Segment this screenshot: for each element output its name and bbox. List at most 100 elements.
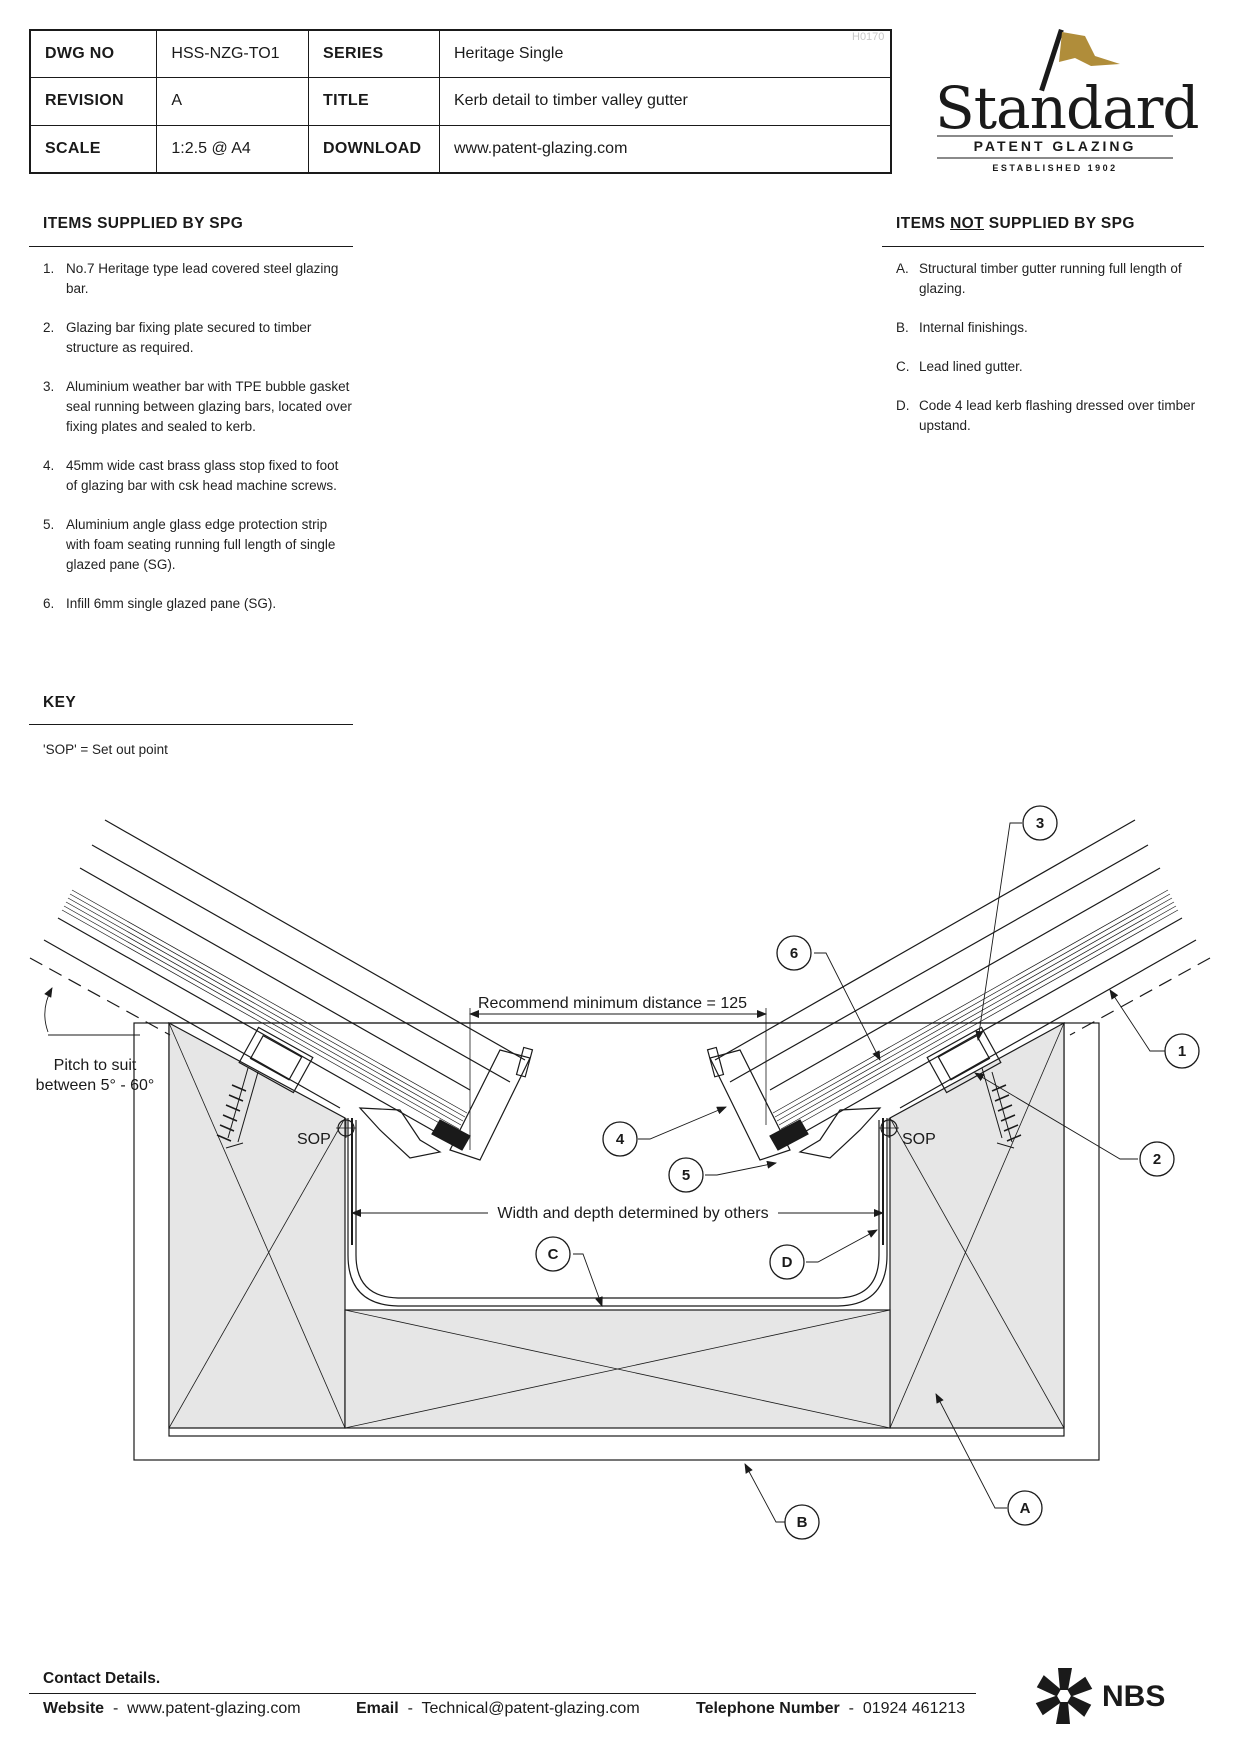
callout-2-label: 2 (1153, 1151, 1161, 1168)
nbs-petal (1058, 1668, 1072, 1690)
website-label: Website (43, 1700, 105, 1717)
logo-subtitle: PATENT GLAZING (973, 138, 1137, 154)
callout-3-label: 3 (1036, 815, 1044, 832)
download-link[interactable]: www.patent-glazing.com (438, 124, 892, 174)
item-number: 1. (43, 261, 55, 276)
nbs-petal (1036, 1675, 1061, 1697)
list-item: 2.Glazing bar fixing plate secured to ti… (43, 318, 353, 358)
callout-1 (1164, 1033, 1200, 1069)
contact-heading: Contact Details. (43, 1670, 161, 1687)
left-fixing-screw (225, 1067, 259, 1149)
left-bar-hatch (61, 909, 458, 1134)
leader-1 (1109, 989, 1165, 1052)
not-supplied-list: A.Structural timber gutter running full … (896, 259, 1196, 455)
sop-right-label: SOP (902, 1131, 936, 1148)
left-fixing-plate-inner (249, 1034, 303, 1081)
item-text: Aluminium angle glass edge protection st… (66, 517, 336, 572)
right-glass-stop (709, 1049, 791, 1161)
right-bar-hatch (778, 901, 1175, 1126)
left-bar-hatch (67, 897, 464, 1122)
right-glazing-line (714, 819, 1136, 1061)
nbs-logo: NBS (1035, 1668, 1165, 1724)
right-glazing-line (899, 939, 1197, 1109)
key-heading: KEY (43, 694, 77, 711)
right-weather-bar (798, 1107, 882, 1159)
pitch-arc (44, 987, 53, 1033)
flag-cloth (1059, 32, 1120, 66)
callout-5-label: 5 (682, 1167, 690, 1184)
email-separator: - (407, 1700, 413, 1717)
supplied-heading: ITEMS SUPPLIED BY SPG (43, 215, 244, 232)
right-fixing-plate (926, 1026, 1002, 1094)
item-number: 3. (43, 379, 55, 394)
item-number: A. (896, 261, 909, 276)
item-text: Lead lined gutter. (919, 359, 1023, 374)
leader-B (744, 1463, 788, 1523)
leader-A (935, 1393, 1007, 1509)
phone-label: Telephone Number (696, 1700, 840, 1717)
left-glazing-centreline (29, 957, 171, 1036)
item-number: 5. (43, 517, 55, 532)
callout-5 (668, 1157, 704, 1193)
callout-3 (1022, 805, 1058, 841)
item-number: 6. (43, 596, 55, 611)
not-supplied-heading-post: SUPPLIED BY SPG (984, 215, 1135, 232)
key-heading-rule (29, 724, 353, 725)
item-text: No.7 Heritage type lead covered steel gl… (66, 261, 339, 296)
leader-5 (705, 1160, 777, 1176)
email-link[interactable]: Technical@patent-glazing.com (421, 1700, 640, 1717)
list-item: B.Internal finishings. (896, 318, 1196, 338)
right-block-cross-1 (889, 1022, 1065, 1429)
leader-6 (814, 952, 881, 1061)
title-label: TITLE (308, 77, 440, 126)
leader-D (806, 1229, 878, 1263)
key-text: 'SOP' = Set out point (43, 742, 168, 757)
right-block-cross-2 (889, 1117, 1065, 1429)
scale-label: SCALE (29, 124, 158, 174)
right-fixing-plate-inner (937, 1034, 991, 1081)
callout-A-label: A (1020, 1500, 1031, 1517)
item-number: 4. (43, 458, 55, 473)
item-text: Code 4 lead kerb flashing dressed over t… (919, 398, 1196, 433)
list-item: 1. No.7 Heritage type lead covered steel … (43, 259, 353, 299)
left-block-cross-1 (168, 1022, 346, 1429)
left-weather-bar (358, 1107, 442, 1159)
title-value: Kerb detail to timber valley gutter (438, 77, 892, 126)
left-glass-stop (449, 1049, 531, 1161)
callout-B (784, 1504, 820, 1540)
supplied-heading-rule (29, 246, 353, 247)
nbs-petal (1067, 1695, 1092, 1717)
logo-rule-top (937, 135, 1173, 137)
footer-website: Website - www.patent-glazing.com (43, 1700, 301, 1718)
list-item: 5. Aluminium angle glass edge protection … (43, 515, 353, 575)
dim-top-label: Recommend minimum distance = 125 (478, 995, 747, 1012)
callout-1-label: 1 (1178, 1043, 1186, 1060)
right-glazing-centreline (1069, 957, 1211, 1036)
phone-number: 01924 461213 (862, 1700, 966, 1717)
callout-C-label: C (548, 1246, 559, 1263)
item-text: Internal finishings. (919, 320, 1028, 335)
right-glazing-line (769, 867, 1161, 1091)
callout-4-label: 4 (616, 1131, 625, 1148)
list-item: D.Code 4 lead kerb flashing dressed over… (896, 396, 1196, 436)
left-edge-protection (431, 1119, 471, 1151)
right-bar-hatch (776, 897, 1173, 1122)
standard-patent-glazing-logo: Standard PATENT GLAZING ESTABLISHED 1902 (935, 22, 1200, 182)
right-edge-protection (769, 1119, 809, 1151)
website-link[interactable]: www.patent-glazing.com (127, 1700, 301, 1717)
callout-D-label: D (782, 1254, 793, 1271)
bottom-block-cross-2 (344, 1309, 891, 1429)
list-item: 6.Infill 6mm single glazed pane (SG). (43, 594, 353, 614)
left-bar-hatch (71, 889, 468, 1114)
callout-C (535, 1236, 571, 1272)
right-bar-hatch (774, 893, 1171, 1118)
lead-gutter-inner (355, 1120, 880, 1299)
callout-D (769, 1244, 805, 1280)
revision-value: A (156, 77, 310, 126)
pitch-label-line2: between 5° - 60° (36, 1077, 155, 1094)
not-supplied-heading-pre: ITEMS (896, 215, 951, 232)
left-fixing-plate (238, 1026, 314, 1094)
right-glass-stop-tab (706, 1046, 725, 1078)
leader-C (573, 1253, 603, 1307)
section-drawing: 1 2 3 4 5 6 A B C D Recommend minimum di… (29, 805, 1211, 1540)
